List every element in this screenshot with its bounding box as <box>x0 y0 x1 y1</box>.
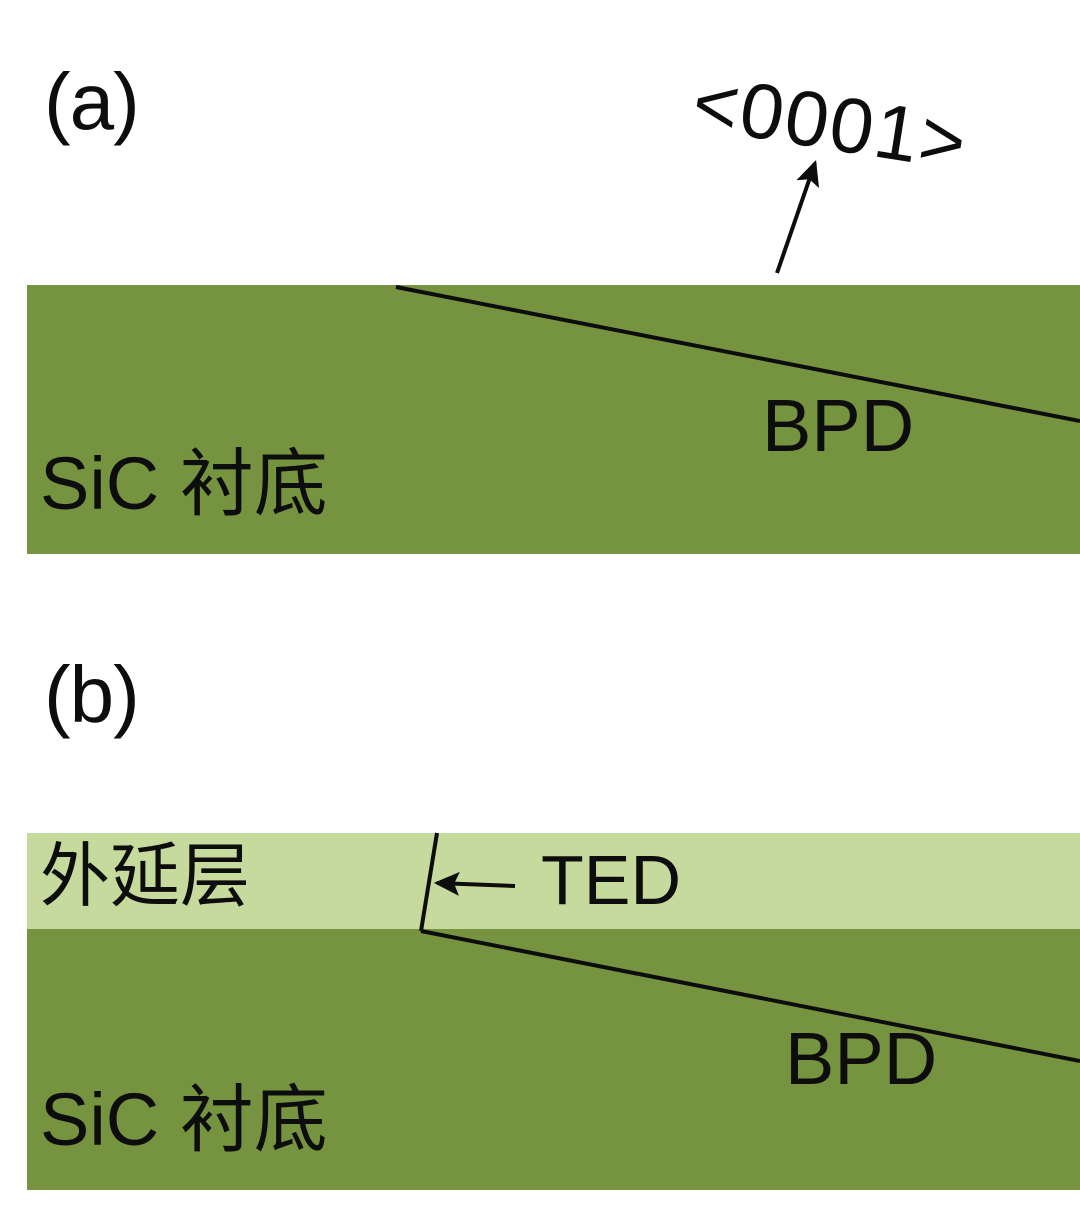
crystal-direction-label: <0001> <box>687 57 975 188</box>
panel-b-epitaxial-layer-label: 外延层 <box>40 837 250 915</box>
panel-a-label: (a) <box>44 57 140 146</box>
panel-a-bpd-label: BPD <box>762 384 915 467</box>
panel-b-epitaxial-layer <box>27 833 1080 929</box>
panel-a-sic-substrate-label: SiC 衬底 <box>40 442 328 525</box>
panel-b-ted-label: TED <box>541 841 681 919</box>
panel-b-label: (b) <box>44 650 140 739</box>
panel-b-sic-substrate-label: SiC 衬底 <box>40 1078 328 1161</box>
crystal-direction-arrow <box>775 159 820 274</box>
panel-b-bpd-label: BPD <box>785 1017 938 1100</box>
